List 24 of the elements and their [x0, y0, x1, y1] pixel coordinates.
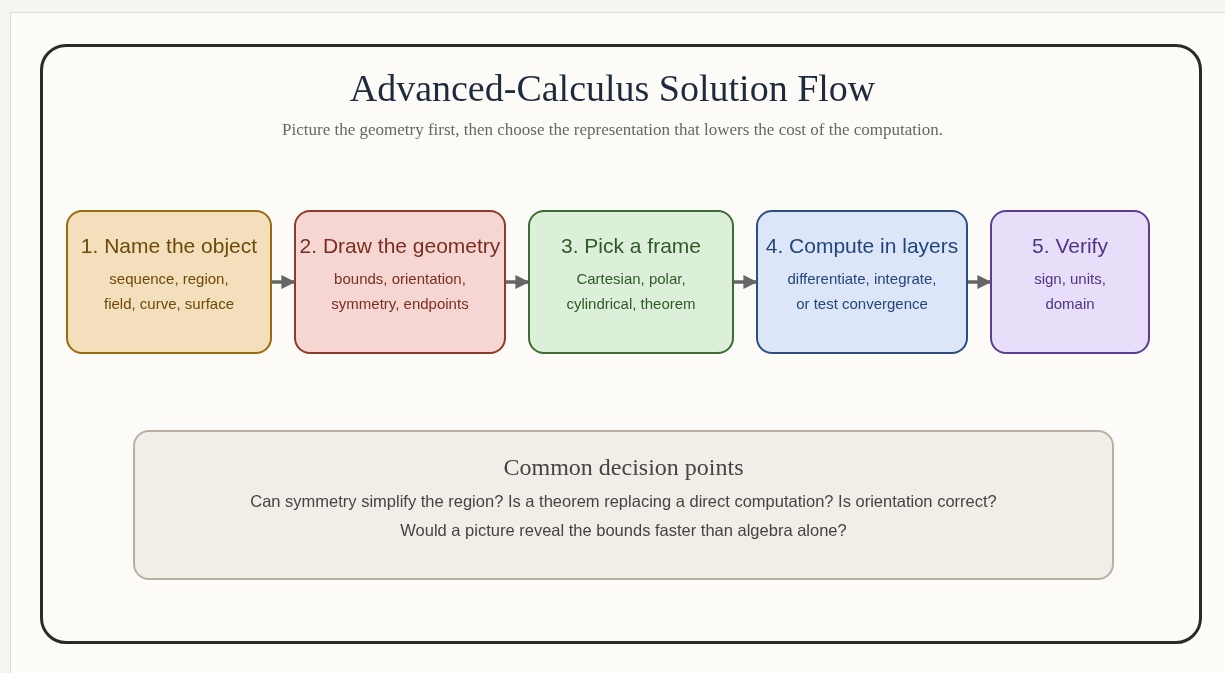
- box-description: Can symmetry simplify the region? Is a theorem replacing a direct computation? Is orientation correct? Would a picture reveal the bounds faster than algebra alone?: [249, 491, 998, 541]
- box-title: Common decision points: [502, 454, 745, 481]
- process-box: [990, 210, 1150, 354]
- process-box: [66, 210, 272, 354]
- note-panel: [133, 430, 1114, 580]
- diagram-title: Advanced-Calculus Solution Flow: [348, 66, 877, 110]
- box-title: 3. Pick a frame: [559, 234, 703, 258]
- arrow: [968, 275, 992, 289]
- box-title: 1. Name the object: [79, 234, 259, 258]
- box-description: Cartesian, polar, cylindrical, theorem: [565, 269, 697, 314]
- box-title: 5. Verify: [1031, 234, 1109, 258]
- arrow: [506, 275, 530, 289]
- box-description: sequence, region, field, curve, surface: [102, 269, 236, 314]
- box-title: 4. Compute in layers: [764, 234, 960, 258]
- diagram-subtitle: Picture the geometry first, then choose the representation that lowers the cost of the computation.: [281, 120, 944, 140]
- box-description: sign, units, domain: [1033, 269, 1107, 314]
- process-box: [294, 210, 506, 354]
- process-box: [756, 210, 968, 354]
- process-box: [528, 210, 734, 354]
- arrow: [734, 275, 758, 289]
- box-description: bounds, orientation, symmetry, endpoints: [330, 269, 470, 314]
- box-description: differentiate, integrate, or test convergence: [786, 269, 938, 314]
- box-title: 2. Draw the geometry: [298, 234, 502, 258]
- arrow: [272, 275, 296, 289]
